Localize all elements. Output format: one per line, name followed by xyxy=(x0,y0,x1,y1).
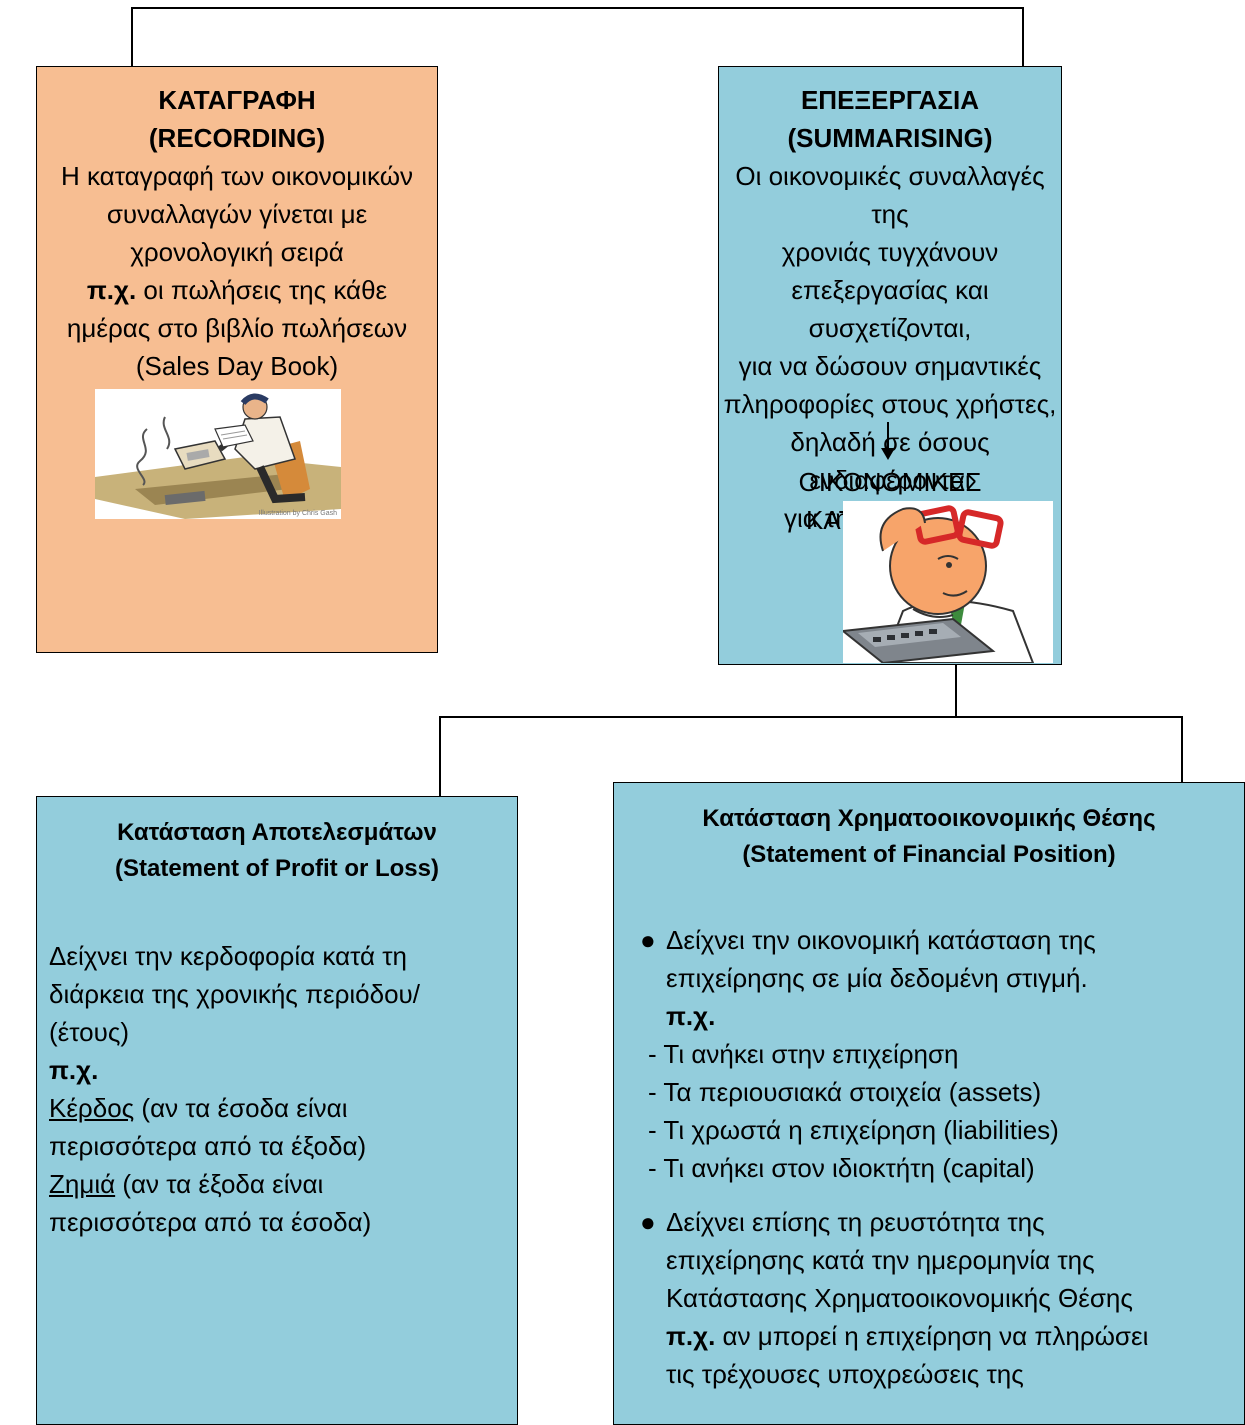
mid-connector-horizontal xyxy=(439,716,1183,718)
profit-loss-line: διάρκεια της χρονικής περιόδου/ xyxy=(49,979,420,1009)
fp-item: - Τα περιουσιακά στοιχεία (assets) xyxy=(648,1077,1042,1107)
bullet-text-cont: επιχείρησης κατά την ημερομηνία της xyxy=(666,1245,1095,1275)
mid-connector-left-drop xyxy=(439,716,441,796)
profit-row: Κέρδος (αν τα έσοδα είναι xyxy=(49,1089,517,1127)
profit-loss-line: (έτους) xyxy=(49,1017,130,1047)
profit-word: Κέρδος xyxy=(49,1093,135,1123)
summarising-subtitle: (SUMMARISING) xyxy=(787,123,993,153)
thinking-man-illustration xyxy=(843,501,1053,663)
fp-example2-line2: τις τρέχουσες υποχρεώσεις της xyxy=(666,1359,1024,1389)
illustration-caption: Illustration by Chris Gash xyxy=(258,510,337,517)
bullet-icon: ● xyxy=(640,925,656,955)
fp-example2-text: αν μπορεί η επιχείρηση να πληρώσει xyxy=(715,1321,1149,1351)
fp-item: - Τι ανήκει στην επιχείρηση xyxy=(648,1039,959,1069)
loss-text: (αν τα έξοδα είναι xyxy=(115,1169,324,1199)
fp-example2-label: π.χ. xyxy=(666,1321,716,1351)
bullet-text-cont: επιχείρησης σε μία δεδομένη στιγμή. xyxy=(666,963,1088,993)
recording-example-line: (Sales Day Book) xyxy=(135,351,339,381)
example-text: οι πωλήσεις της κάθε xyxy=(143,275,388,305)
recording-line: χρονολογική σειρά xyxy=(130,237,344,267)
summarising-box: ΕΠΕΞΕΡΓΑΣΙΑ (SUMMARISING) Οι οικονομικές… xyxy=(718,66,1062,665)
recording-example: π.χ. οι πωλήσεις της κάθε xyxy=(37,271,437,309)
profit-loss-box: Κατάσταση Αποτελεσμάτων (Statement of Pr… xyxy=(36,796,518,1425)
bullet-item: ● Δείχνει επίσης τη ρευστότητα της xyxy=(640,1203,1238,1241)
financial-position-box: Κατάσταση Χρηματοοικονομικής Θέσης (Stat… xyxy=(613,782,1245,1425)
financial-position-title: Κατάσταση Χρηματοοικονομικής Θέσης xyxy=(702,805,1156,832)
profit-loss-title: Κατάσταση Αποτελεσμάτων xyxy=(117,819,437,846)
recording-line: Η καταγραφή των οικονομικών xyxy=(60,161,413,191)
loss-row: Ζημιά (αν τα έξοδα είναι xyxy=(49,1165,517,1203)
man-with-calculator-icon xyxy=(843,505,1035,663)
profit-text: (αν τα έσοδα είναι xyxy=(134,1093,348,1123)
top-connector-right-drop xyxy=(1022,7,1024,66)
mid-connector-right-drop xyxy=(1181,716,1183,782)
top-connector-horizontal xyxy=(131,7,1024,9)
financial-position-subtitle: (Statement of Financial Position) xyxy=(742,841,1116,868)
summarising-line: επεξεργασίας και συσχετίζονται, xyxy=(791,275,989,343)
bullet-text-cont: Κατάστασης Χρηματοοικονομικής Θέσης xyxy=(666,1283,1133,1313)
bullet-icon: ● xyxy=(640,1207,656,1237)
recording-subtitle: (RECORDING) xyxy=(148,123,326,153)
fp-example2: π.χ. αν μπορεί η επιχείρηση να πληρώσει xyxy=(640,1317,1238,1355)
loss-row-2: περισσότερα από τα έσοδα) xyxy=(49,1207,372,1237)
loss-word: Ζημιά xyxy=(49,1169,116,1199)
summarising-title: ΕΠΕΞΕΡΓΑΣΙΑ xyxy=(800,85,980,115)
profit-loss-line: Δείχνει την κερδοφορία κατά τη xyxy=(49,941,407,971)
top-connector-left-drop xyxy=(131,7,133,66)
recording-title: ΚΑΤΑΓΡΑΦΗ xyxy=(158,85,316,115)
bullet-text: Δείχνει την οικονομική κατάσταση της xyxy=(666,925,1096,955)
recording-example-line: ημέρας στο βιβλίο πωλήσεων xyxy=(66,313,408,343)
down-arrow-icon xyxy=(881,422,895,460)
summarising-line: χρονιάς τυγχάνουν xyxy=(781,237,999,267)
fp-example-label: π.χ. xyxy=(666,1001,716,1031)
recording-line: συναλλαγών γίνεται με xyxy=(106,199,368,229)
mid-connector-drop xyxy=(955,665,957,718)
profit-loss-example-label: π.χ. xyxy=(49,1055,99,1085)
fp-item: - Τι χρωστά η επιχείρηση (liabilities) xyxy=(648,1115,1059,1145)
summarising-line: για να δώσουν σημαντικές xyxy=(738,351,1042,381)
fp-item: - Τι ανήκει στον ιδιοκτήτη (capital) xyxy=(648,1153,1035,1183)
recording-box: ΚΑΤΑΓΡΑΦΗ (RECORDING) Η καταγραφή των οι… xyxy=(36,66,438,653)
summarising-line: Οι οικονομικές συναλλαγές της xyxy=(735,161,1045,229)
profit-row-2: περισσότερα από τα έξοδα) xyxy=(49,1131,367,1161)
summarising-line: πληροφορίες στους χρήστες, xyxy=(723,389,1057,419)
clerk-illustration: Illustration by Chris Gash xyxy=(95,389,341,519)
profit-loss-subtitle: (Statement of Profit or Loss) xyxy=(114,855,439,882)
bullet-item: ● Δείχνει την οικονομική κατάσταση της xyxy=(640,921,1238,959)
bullet-text: Δείχνει επίσης τη ρευστότητα της xyxy=(666,1207,1045,1237)
example-label: π.χ. xyxy=(86,275,137,305)
clerk-at-adding-machine-icon xyxy=(95,393,341,519)
